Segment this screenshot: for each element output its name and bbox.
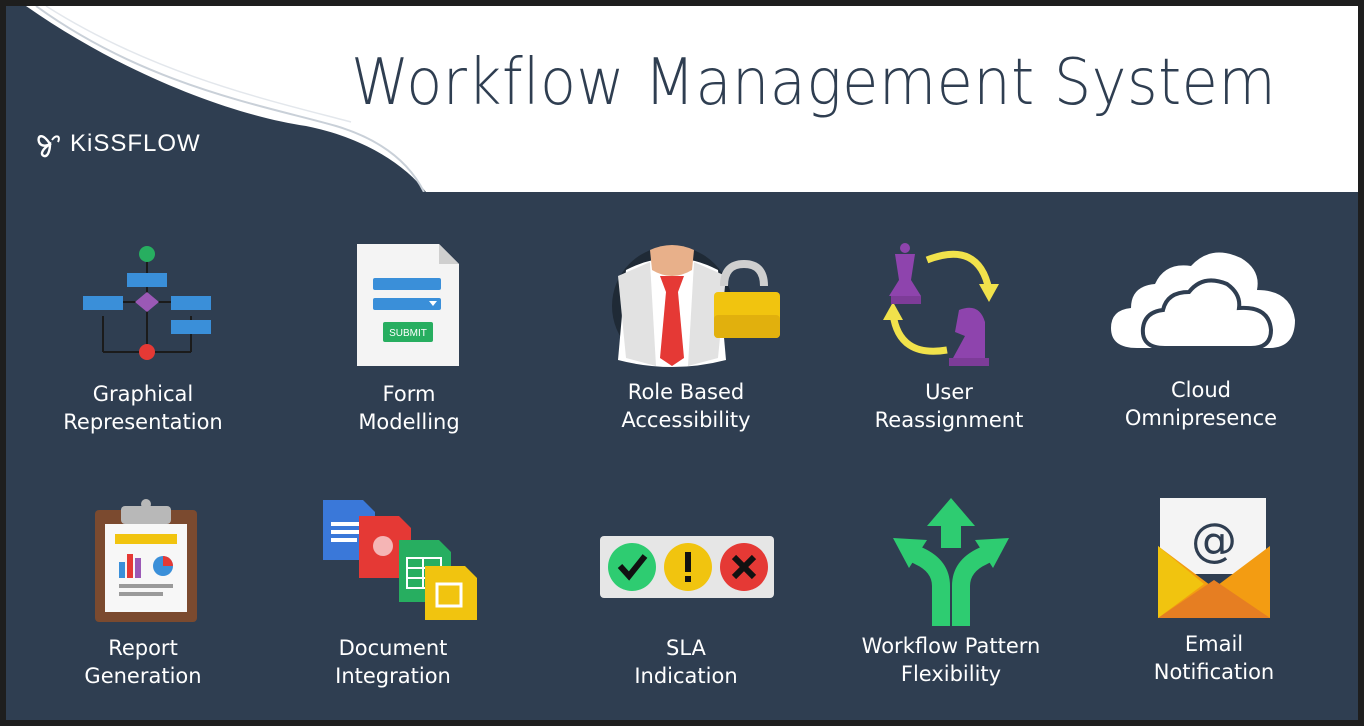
feature-label: Report Generation bbox=[23, 634, 263, 690]
feature-label-line1: Cloud bbox=[1171, 378, 1231, 402]
flowchart-icon bbox=[83, 246, 211, 360]
form-document-icon: SUBMIT bbox=[357, 244, 459, 366]
person-with-padlock-icon bbox=[612, 245, 780, 367]
feature-label-line2: Indication bbox=[634, 664, 738, 688]
feature-label: Email Notification bbox=[1094, 630, 1334, 686]
feature-workflow-pattern-flexibility: Workflow Pattern Flexibility bbox=[831, 496, 1071, 696]
email-envelope-icon: @ bbox=[1158, 498, 1270, 618]
feature-label-line2: Accessibility bbox=[621, 408, 751, 432]
feature-label-line1: Document bbox=[338, 636, 448, 660]
feature-label-line1: SLA bbox=[666, 636, 706, 660]
feature-label-line1: Workflow Pattern bbox=[861, 634, 1041, 658]
cloud-icon bbox=[1111, 252, 1295, 350]
feature-label-line2: Generation bbox=[84, 664, 202, 688]
chess-pieces-swap-icon bbox=[883, 243, 999, 366]
feature-label-line2: Modelling bbox=[358, 410, 460, 434]
feature-label: Role Based Accessibility bbox=[566, 378, 806, 434]
kissflow-logo: KiSSFLOW bbox=[36, 130, 201, 158]
feature-label: Graphical Representation bbox=[23, 380, 263, 436]
status-lights-icon bbox=[600, 536, 774, 598]
feature-label: Document Integration bbox=[273, 634, 513, 690]
feature-label-line2: Flexibility bbox=[900, 662, 1002, 686]
feature-role-based-accessibility: Role Based Accessibility bbox=[566, 240, 806, 440]
feature-document-integration: Document Integration bbox=[273, 496, 513, 696]
feature-cloud-omnipresence: Cloud Omnipresence bbox=[1081, 240, 1321, 440]
feature-report-generation: Report Generation bbox=[23, 496, 263, 696]
feature-sla-indication: SLA Indication bbox=[566, 496, 806, 696]
clipboard-report-icon bbox=[95, 499, 197, 622]
submit-button-label: SUBMIT bbox=[389, 328, 427, 339]
branching-arrows-icon bbox=[893, 498, 1009, 626]
feature-label-line2: Omnipresence bbox=[1124, 406, 1278, 430]
brand-name: KiSSFLOW bbox=[70, 130, 201, 157]
infographic-panel: Workflow Management System KiSSFLOW Grap… bbox=[6, 6, 1358, 720]
feature-email-notification: @ Email Notification bbox=[1094, 496, 1334, 696]
feature-graphical-representation: Graphical Representation bbox=[23, 240, 263, 440]
feature-label: SLA Indication bbox=[566, 634, 806, 690]
at-symbol-icon: @ bbox=[1191, 513, 1237, 567]
feature-label-line1: Form bbox=[382, 382, 436, 406]
header-banner: Workflow Management System bbox=[6, 6, 1358, 192]
feature-label: Workflow Pattern Flexibility bbox=[831, 632, 1071, 688]
feature-label-line1: Graphical bbox=[92, 382, 194, 406]
feature-label-line2: Notification bbox=[1153, 660, 1275, 684]
feature-label-line1: Role Based bbox=[627, 380, 745, 404]
feature-label: User Reassignment bbox=[829, 378, 1069, 434]
butterfly-logo-icon bbox=[37, 135, 60, 158]
feature-form-modelling: SUBMIT Form Modelling bbox=[289, 240, 529, 440]
feature-label-line2: Representation bbox=[63, 410, 223, 434]
page-title: Workflow Management System bbox=[351, 46, 1277, 120]
feature-label: Form Modelling bbox=[289, 380, 529, 436]
feature-label: Cloud Omnipresence bbox=[1081, 376, 1321, 432]
feature-user-reassignment: User Reassignment bbox=[829, 240, 1069, 440]
feature-label-line2: Reassignment bbox=[874, 408, 1024, 432]
header-swoosh bbox=[6, 6, 426, 192]
feature-label-line2: Integration bbox=[335, 664, 451, 688]
feature-label-line1: Email bbox=[1184, 632, 1244, 656]
feature-label-line1: User bbox=[925, 380, 973, 404]
feature-label-line1: Report bbox=[108, 636, 178, 660]
document-files-icon bbox=[323, 500, 477, 620]
